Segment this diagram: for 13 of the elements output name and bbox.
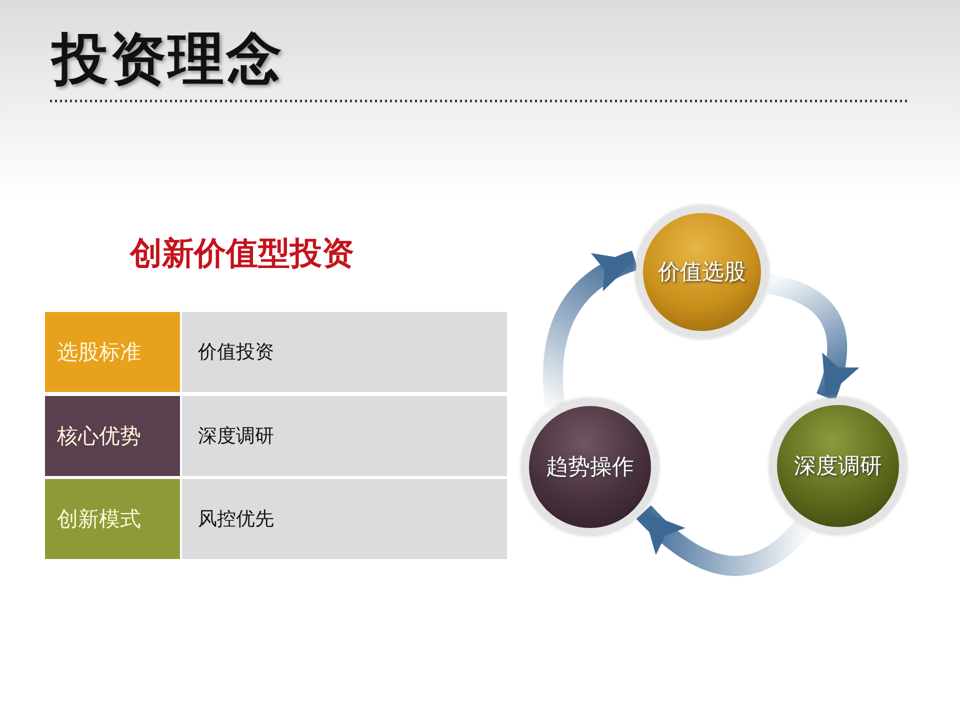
curved-arrow bbox=[766, 274, 858, 400]
curved-arrow bbox=[543, 250, 639, 408]
value-cell: 价值投资 bbox=[182, 312, 507, 392]
node-label: 深度调研 bbox=[794, 453, 882, 481]
category-cell: 选股标准 bbox=[45, 312, 180, 392]
node-label: 价值选股 bbox=[658, 259, 746, 287]
node-label: 趋势操作 bbox=[546, 454, 634, 482]
category-cell: 核心优势 bbox=[45, 396, 180, 476]
value-cell: 深度调研 bbox=[182, 396, 507, 476]
subheading: 创新价值型投资 bbox=[130, 233, 354, 274]
category-cell: 创新模式 bbox=[45, 479, 180, 559]
value-cell: 风控优先 bbox=[182, 479, 507, 559]
page-title: 投资理念 bbox=[52, 25, 284, 94]
